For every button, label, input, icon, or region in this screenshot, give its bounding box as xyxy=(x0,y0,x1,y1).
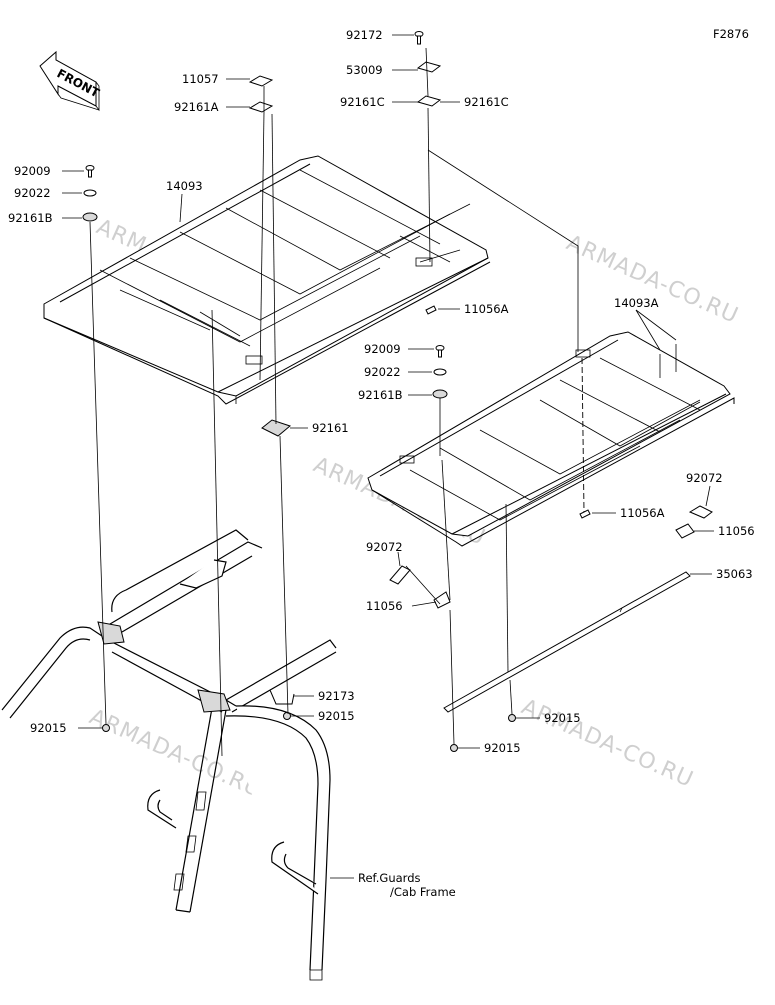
front-arrow-icon: FRONT xyxy=(39,50,102,112)
cab-frame xyxy=(1,529,337,981)
callout-92161C-left: 92161C xyxy=(340,95,385,109)
callout-11056A-right: 11056A xyxy=(620,506,665,520)
watermark-2: ARMADA-CO.RU xyxy=(563,231,743,329)
callout-92072-left: 92072 xyxy=(366,540,403,554)
callout-14093A: 14093A xyxy=(614,296,659,310)
figure-id: F2876 xyxy=(713,27,749,41)
washer-92161B-left xyxy=(82,212,98,222)
callout-14093: 14093 xyxy=(166,179,203,193)
washer-92022-mid xyxy=(433,368,447,376)
callout-92161B-mid: 92161B xyxy=(358,388,403,402)
nut-92015-c xyxy=(508,714,516,722)
pad-11057 xyxy=(248,75,274,87)
nut-92015-b xyxy=(102,724,110,732)
callout-92161C-right: 92161C xyxy=(464,95,509,109)
leader-lines xyxy=(62,34,714,879)
callout-92015-c: 92015 xyxy=(544,711,581,725)
callout-53009: 53009 xyxy=(346,63,383,77)
callout-92015-a: 92015 xyxy=(318,709,355,723)
roof-panel-front xyxy=(43,155,491,405)
rod-35063 xyxy=(443,571,691,713)
bracket-92072-left xyxy=(389,565,411,585)
callout-35063: 35063 xyxy=(716,567,753,581)
callout-11056A-top: 11056A xyxy=(464,302,509,316)
callout-92161A: 92161A xyxy=(174,100,219,114)
callout-92015-d: 92015 xyxy=(484,741,521,755)
pad-53009 xyxy=(416,61,442,73)
callout-92009-left: 92009 xyxy=(14,164,51,178)
callout-92015-b: 92015 xyxy=(30,721,67,735)
callout-labels: 92172 53009 92161C 92161C 11057 92161A 9… xyxy=(8,28,755,899)
callout-92022-left: 92022 xyxy=(14,186,51,200)
bracket-92072-right xyxy=(688,505,713,519)
screw-92172 xyxy=(414,31,424,45)
callout-92173: 92173 xyxy=(318,689,355,703)
ref-note-line-1: Ref.Guards xyxy=(358,871,420,885)
callout-11056-right: 11056 xyxy=(718,524,755,538)
callout-92161: 92161 xyxy=(312,421,349,435)
clamp-92173 xyxy=(269,689,295,705)
callout-92172: 92172 xyxy=(346,28,383,42)
screw-92009-mid xyxy=(435,345,445,358)
assembly-lines xyxy=(89,47,677,757)
callout-92022-mid: 92022 xyxy=(364,365,401,379)
clip-11056-left xyxy=(433,591,451,609)
callout-11057: 11057 xyxy=(182,72,219,86)
watermark-5: ARMADA-CO.RU xyxy=(518,695,698,793)
nut-92015-d xyxy=(450,744,458,752)
washer-92022-left xyxy=(83,189,97,197)
callout-92009-mid: 92009 xyxy=(364,342,401,356)
pad-92161 xyxy=(261,419,292,437)
ref-note-line-2: /Cab Frame xyxy=(390,885,456,899)
clip-11056A-right xyxy=(579,509,591,519)
callout-11056-left: 11056 xyxy=(366,599,403,613)
roof-panel-rear xyxy=(367,331,735,547)
pad-92161C xyxy=(416,95,442,107)
clip-11056-right xyxy=(675,523,695,539)
clip-11056A-top xyxy=(425,305,437,315)
washer-92161B-mid xyxy=(432,389,448,399)
screw-92009-left xyxy=(85,165,95,178)
nut-92015-a xyxy=(283,712,291,720)
pad-92161A xyxy=(248,101,274,113)
callout-92161B-left: 92161B xyxy=(8,211,53,225)
callout-92072-right: 92072 xyxy=(686,471,723,485)
